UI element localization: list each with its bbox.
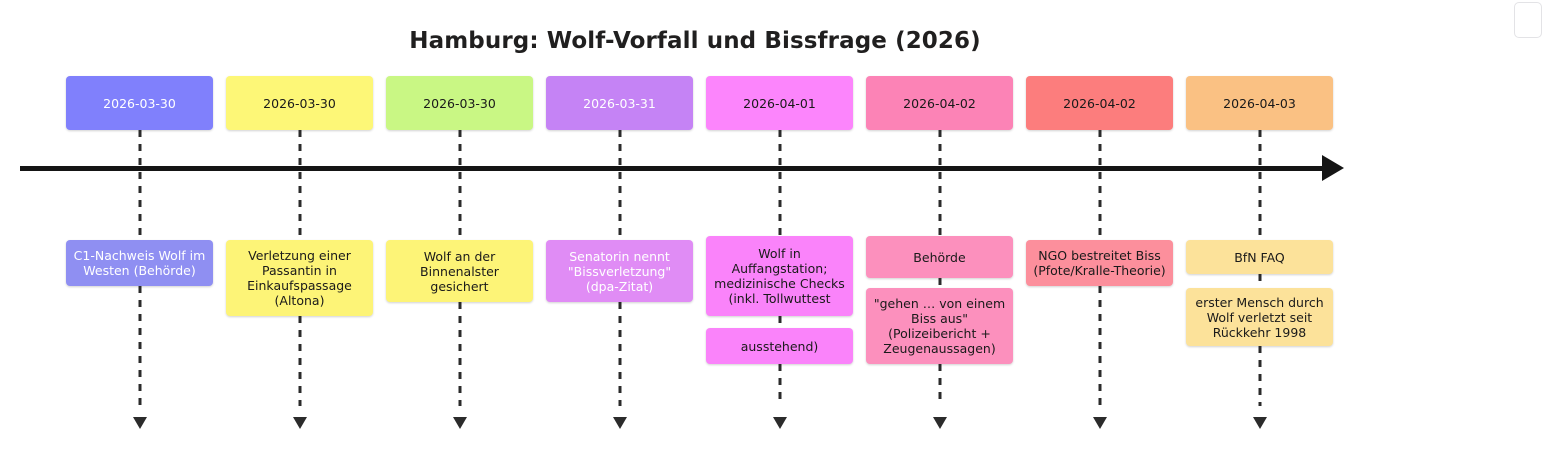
connector-arrow-icon — [452, 417, 467, 429]
connector-arrow-icon — [292, 417, 307, 429]
connector-line — [1258, 346, 1261, 406]
connector-line — [138, 286, 141, 406]
event-box[interactable]: Senatorin nennt "Bissverletzung" (dpa-Zi… — [546, 240, 693, 302]
date-box[interactable]: 2026-03-31 — [546, 76, 693, 130]
date-box[interactable]: 2026-04-03 — [1186, 76, 1333, 130]
connector-line — [778, 364, 781, 406]
connector-arrow-icon — [132, 417, 147, 429]
connector-arrow-icon — [612, 417, 627, 429]
date-box[interactable]: 2026-04-02 — [1026, 76, 1173, 130]
event-box[interactable]: "gehen … von einem Biss aus" (Polizeiber… — [866, 288, 1013, 364]
event-box[interactable]: BfN FAQ — [1186, 240, 1333, 274]
event-box[interactable]: Wolf an der Binnenalster gesichert — [386, 240, 533, 302]
timeline-axis-arrow-icon — [1322, 155, 1344, 181]
connector-line — [938, 130, 941, 236]
connector-line — [458, 130, 461, 240]
page-title: Hamburg: Wolf-Vorfall und Bissfrage (202… — [409, 28, 981, 54]
connector-arrow-icon — [932, 417, 947, 429]
connector-line — [938, 278, 941, 288]
connector-line — [1098, 286, 1101, 406]
connector-arrow-icon — [772, 417, 787, 429]
connector-line — [1258, 130, 1261, 240]
connector-line — [458, 302, 461, 406]
connector-line — [778, 316, 781, 328]
event-box[interactable]: erster Mensch durch Wolf verletzt seit R… — [1186, 288, 1333, 346]
timeline-axis-line — [20, 166, 1330, 171]
connector-line — [298, 130, 301, 240]
event-box[interactable]: Verletzung einer Passantin in Einkaufspa… — [226, 240, 373, 316]
connector-line — [938, 364, 941, 406]
connector-line — [618, 130, 621, 240]
event-box[interactable]: NGO bestreitet Biss (Pfote/Kralle-Theori… — [1026, 240, 1173, 286]
connector-line — [138, 130, 141, 240]
connector-line — [778, 130, 781, 236]
date-box[interactable]: 2026-03-30 — [386, 76, 533, 130]
corner-artifact — [1514, 2, 1542, 38]
connector-arrow-icon — [1252, 417, 1267, 429]
event-box[interactable]: Behörde — [866, 236, 1013, 278]
date-box[interactable]: 2026-03-30 — [226, 76, 373, 130]
event-box[interactable]: ausstehend) — [706, 328, 853, 364]
connector-line — [298, 316, 301, 406]
connector-arrow-icon — [1092, 417, 1107, 429]
event-box[interactable]: C1-Nachweis Wolf im Westen (Behörde) — [66, 240, 213, 286]
date-box[interactable]: 2026-03-30 — [66, 76, 213, 130]
date-box[interactable]: 2026-04-01 — [706, 76, 853, 130]
event-box[interactable]: Wolf in Auffangstation; medizinische Che… — [706, 236, 853, 316]
connector-line — [1258, 274, 1261, 288]
connector-line — [1098, 130, 1101, 240]
date-box[interactable]: 2026-04-02 — [866, 76, 1013, 130]
connector-line — [618, 302, 621, 406]
